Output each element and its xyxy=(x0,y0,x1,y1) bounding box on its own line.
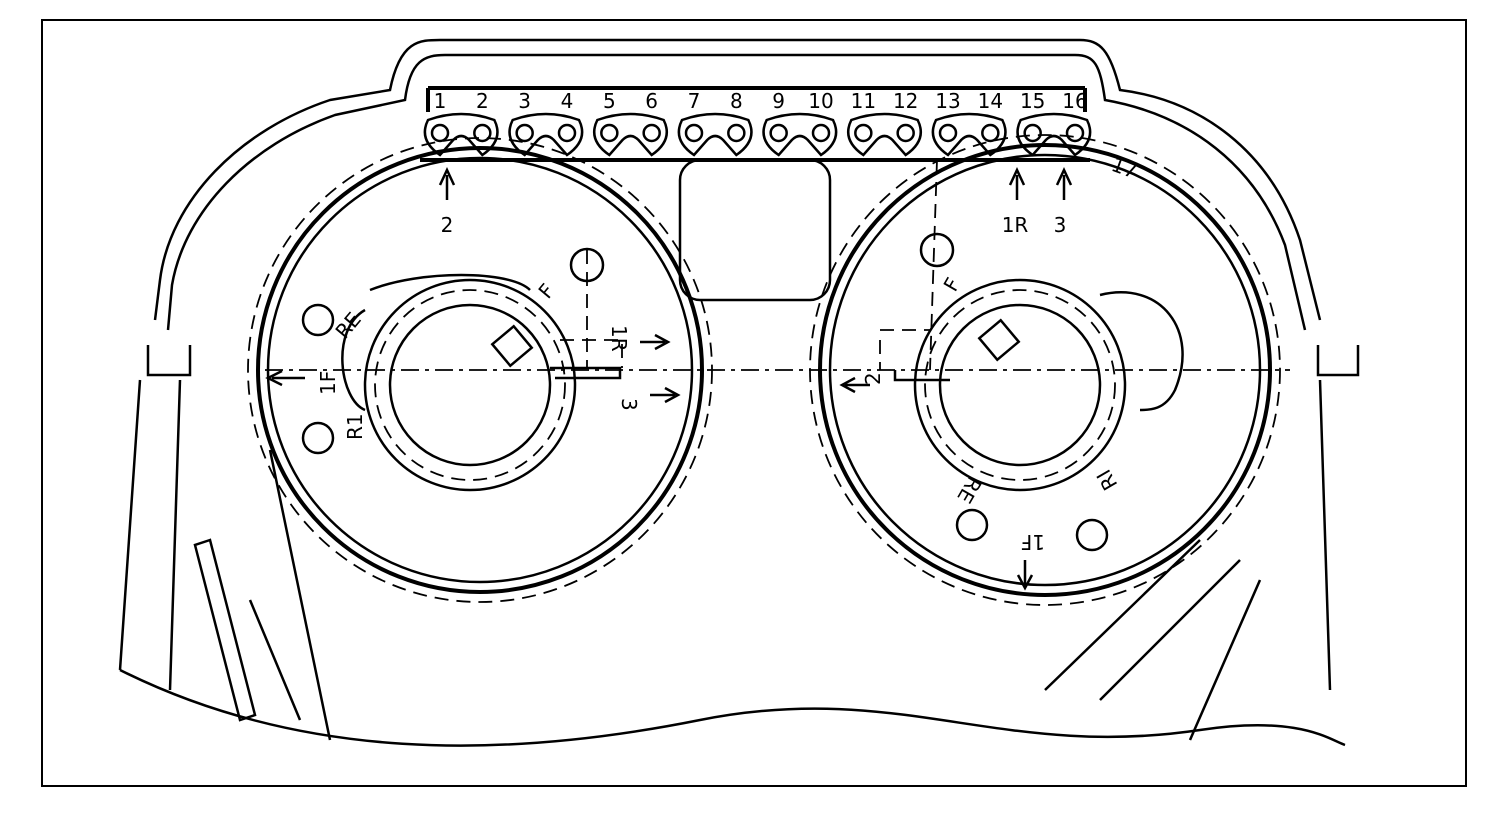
chain-pin xyxy=(1023,123,1042,143)
left-mark-f: F xyxy=(533,279,559,303)
chain-link-plate xyxy=(931,112,1007,157)
chain-link-plate xyxy=(677,112,753,157)
chain-pin xyxy=(811,123,831,143)
left-arrow-label-2: 2 xyxy=(441,213,454,237)
frame-border xyxy=(41,19,1467,787)
chain-link-number: 14 xyxy=(978,89,1003,113)
chain-link-plate xyxy=(762,112,838,157)
chain-link-number: 8 xyxy=(730,89,743,113)
left-mark-1f: 1F xyxy=(316,371,340,395)
chain-link-number: 4 xyxy=(561,89,574,113)
chain-pin xyxy=(896,123,915,143)
chain-link-number: 5 xyxy=(603,89,616,113)
engine-cover-outline xyxy=(118,38,1360,747)
chain-link-plate xyxy=(593,112,668,157)
right-mark-1f: 1F xyxy=(1021,530,1045,554)
chain-link-number: 16 xyxy=(1062,89,1087,113)
chain-link-number: 13 xyxy=(935,89,960,113)
chain-link-number: 2 xyxy=(476,89,489,113)
right-arrow-label-1r: 1R xyxy=(1002,213,1029,237)
chain-pin xyxy=(557,123,577,143)
chain-pin xyxy=(515,123,534,143)
right-mark-ri: RI xyxy=(1092,465,1123,494)
chain-pin xyxy=(642,123,661,143)
right-mark-f: F xyxy=(939,274,966,296)
left-mark-1r: 1R xyxy=(607,325,631,352)
chain-pin xyxy=(938,123,958,143)
chain-pin xyxy=(769,123,788,143)
chain-link-number: 15 xyxy=(1020,89,1045,113)
chain-link-number: 9 xyxy=(772,89,785,113)
chain-guide-block xyxy=(678,158,832,302)
chain-pin xyxy=(684,123,704,143)
arrows xyxy=(265,167,1073,591)
chain-link-number: 10 xyxy=(808,89,833,113)
left-mark-r1: R1 xyxy=(343,413,367,440)
chain-pin xyxy=(473,123,492,143)
chain-pin xyxy=(1065,123,1085,143)
chain-pin xyxy=(430,123,450,143)
chain-link-number: 3 xyxy=(518,89,531,113)
chain-link-number: 12 xyxy=(893,89,918,113)
right-mark-2: 2 xyxy=(861,372,885,385)
chain-link-number: 6 xyxy=(645,89,658,113)
chain-link-number: 7 xyxy=(688,89,701,113)
chain-link-plate xyxy=(423,112,499,157)
chain-pin xyxy=(727,123,746,143)
chain-pin xyxy=(981,123,1000,143)
left-mark-3: 3 xyxy=(617,398,641,411)
timing-chain xyxy=(420,86,1092,162)
chain-link-number: 1 xyxy=(434,89,447,113)
right-mark-re: RE xyxy=(952,473,986,508)
chain-link-plate xyxy=(508,112,584,157)
chain-link-number: 11 xyxy=(851,89,876,113)
chain-link-plate xyxy=(847,112,922,157)
chain-link-plate xyxy=(1016,112,1092,157)
chain-pin xyxy=(854,123,873,143)
chain-pin xyxy=(600,123,619,143)
right-arrow-label-3: 3 xyxy=(1054,213,1067,237)
